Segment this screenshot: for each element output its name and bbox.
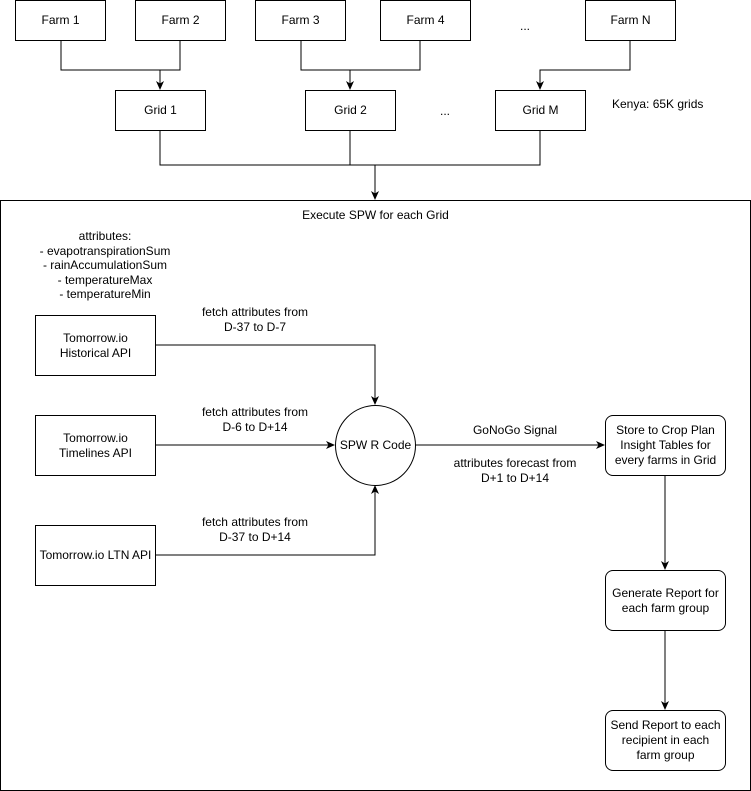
connector-farm3-grid2: [300, 40, 421, 71]
grid-ellipsis: ...: [439, 104, 450, 118]
generate-report-node: Generate Report for each farm group: [605, 570, 726, 631]
store-insight-tables-node: Store to Crop Plan Insight Tables for ev…: [605, 415, 726, 476]
attribute-item: - evapotranspirationSum: [39, 243, 171, 258]
connector-farm1-grid1: [60, 40, 181, 71]
attributes-title: attributes:: [78, 229, 132, 243]
grid-m-node: Grid M: [495, 90, 586, 131]
forecast-edge-label: attributes forecast from D+1 to D+14: [440, 456, 590, 486]
ltn-api-node: Tomorrow.io LTN API: [35, 525, 156, 586]
edge-label-line: fetch attributes from: [201, 305, 309, 319]
farm-4-node: Farm 4: [380, 0, 471, 41]
grid-2-node: Grid 2: [305, 90, 396, 131]
timelines-api-node: Tomorrow.io Timelines API: [35, 415, 156, 476]
attribute-item: - temperatureMax: [57, 272, 153, 287]
edge-label-line: D-37 to D-7: [223, 320, 287, 334]
connector-farmN-gridM: [536, 40, 631, 90]
edge-label-line: fetch attributes from: [201, 515, 309, 529]
container-title: Execute SPW for each Grid: [302, 208, 449, 222]
spw-r-code-node: SPW R Code: [335, 405, 416, 486]
edge-label-line: fetch attributes from: [201, 405, 309, 419]
farm-ellipsis: ...: [519, 19, 530, 33]
farm-3-node: Farm 3: [255, 0, 346, 41]
historical-api-node: Tomorrow.io Historical API: [35, 315, 156, 376]
timelines-edge-label: fetch attributes from D-6 to D+14: [185, 405, 325, 435]
grid-1-node: Grid 1: [115, 90, 206, 131]
attribute-item: - rainAccumulationSum: [42, 258, 168, 272]
edge-label-line: attributes forecast from: [453, 456, 577, 470]
grid-count-note: Kenya: 65K grids: [612, 97, 704, 111]
edge-label-line: D+1 to D+14: [480, 471, 550, 485]
signal-edge-label: GoNoGo Signal: [472, 423, 558, 437]
farm-1-node: Farm 1: [15, 0, 106, 41]
send-report-node: Send Report to each recipient in each fa…: [605, 710, 726, 771]
farm-n-node: Farm N: [585, 0, 676, 41]
historical-edge-label: fetch attributes from D-37 to D-7: [185, 305, 325, 335]
edge-label-line: D-37 to D+14: [219, 530, 291, 544]
ltn-edge-label: fetch attributes from D-37 to D+14: [185, 515, 325, 545]
attributes-list: attributes: - evapotranspirationSum - ra…: [10, 229, 200, 302]
connector-ltn-spw: [155, 485, 379, 556]
attribute-item: - temperatureMin: [59, 287, 151, 301]
edge-label-line: D-6 to D+14: [222, 420, 288, 434]
farm-2-node: Farm 2: [135, 0, 226, 41]
connector-historical-spw: [155, 344, 379, 405]
